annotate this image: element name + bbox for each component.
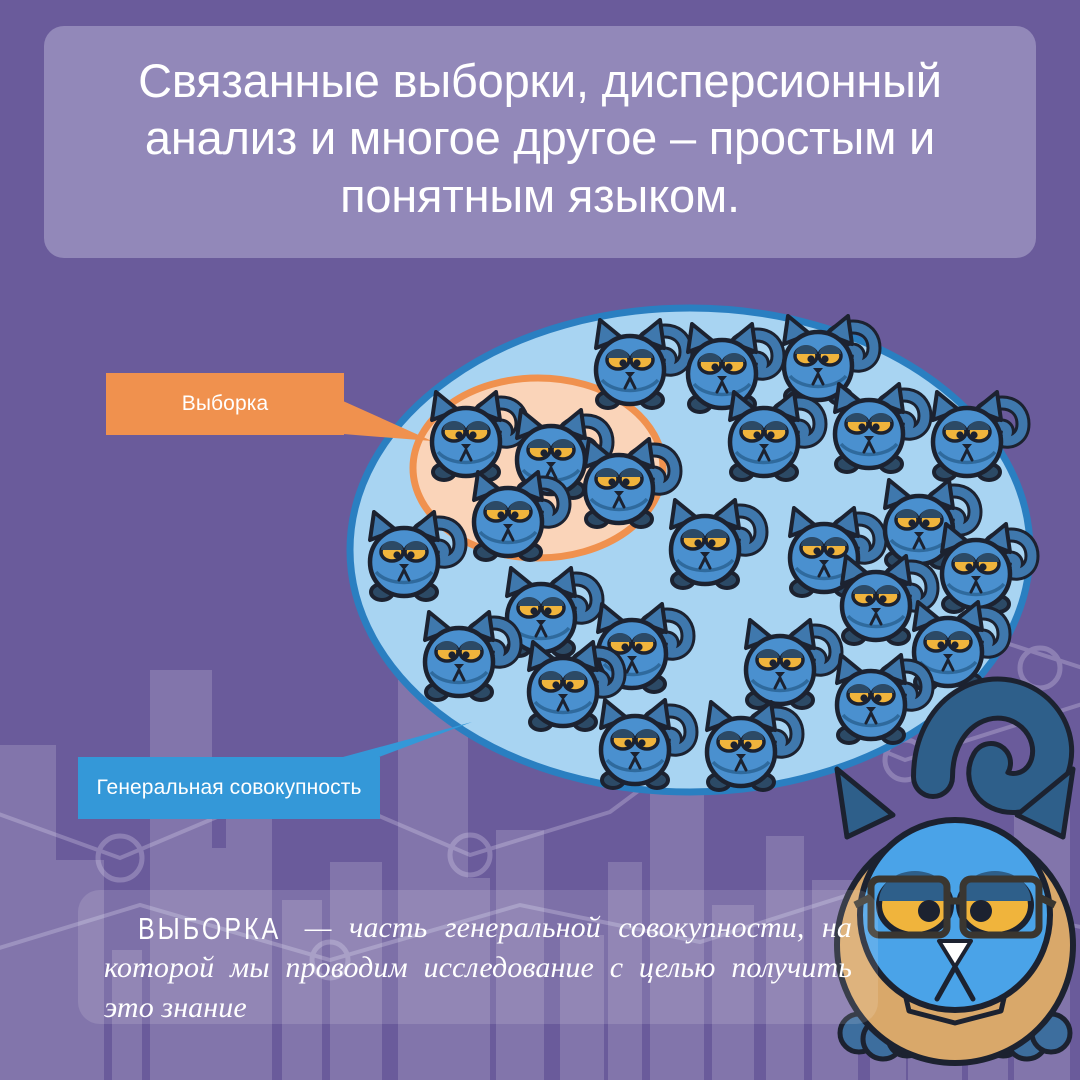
title-card: Связанные выборки, дисперсионный анализ … <box>44 26 1036 258</box>
sample-label-box[interactable]: Выборка <box>106 373 344 435</box>
definition-keyword: ВЫБОРКА <box>138 911 282 947</box>
sample-label-text: Выборка <box>181 392 269 415</box>
population-label-box[interactable]: Генеральная совокупность <box>78 757 380 819</box>
page-title: Связанные выборки, дисперсионный анализ … <box>138 54 942 222</box>
population-label-text: Генеральная совокупность <box>96 776 362 799</box>
definition-card: ВЫБОРКА — часть генеральной совокупности… <box>78 890 878 1024</box>
definition-body: — часть генеральной совокупности, на кот… <box>104 911 852 1024</box>
sample-label-pointer <box>343 401 432 441</box>
population-label-pointer <box>343 722 472 757</box>
mascot-glasses <box>853 875 1057 939</box>
definition-text: ВЫБОРКА — часть генеральной совокупности… <box>104 908 852 1028</box>
statistics-cat-mascot <box>834 676 1076 1066</box>
